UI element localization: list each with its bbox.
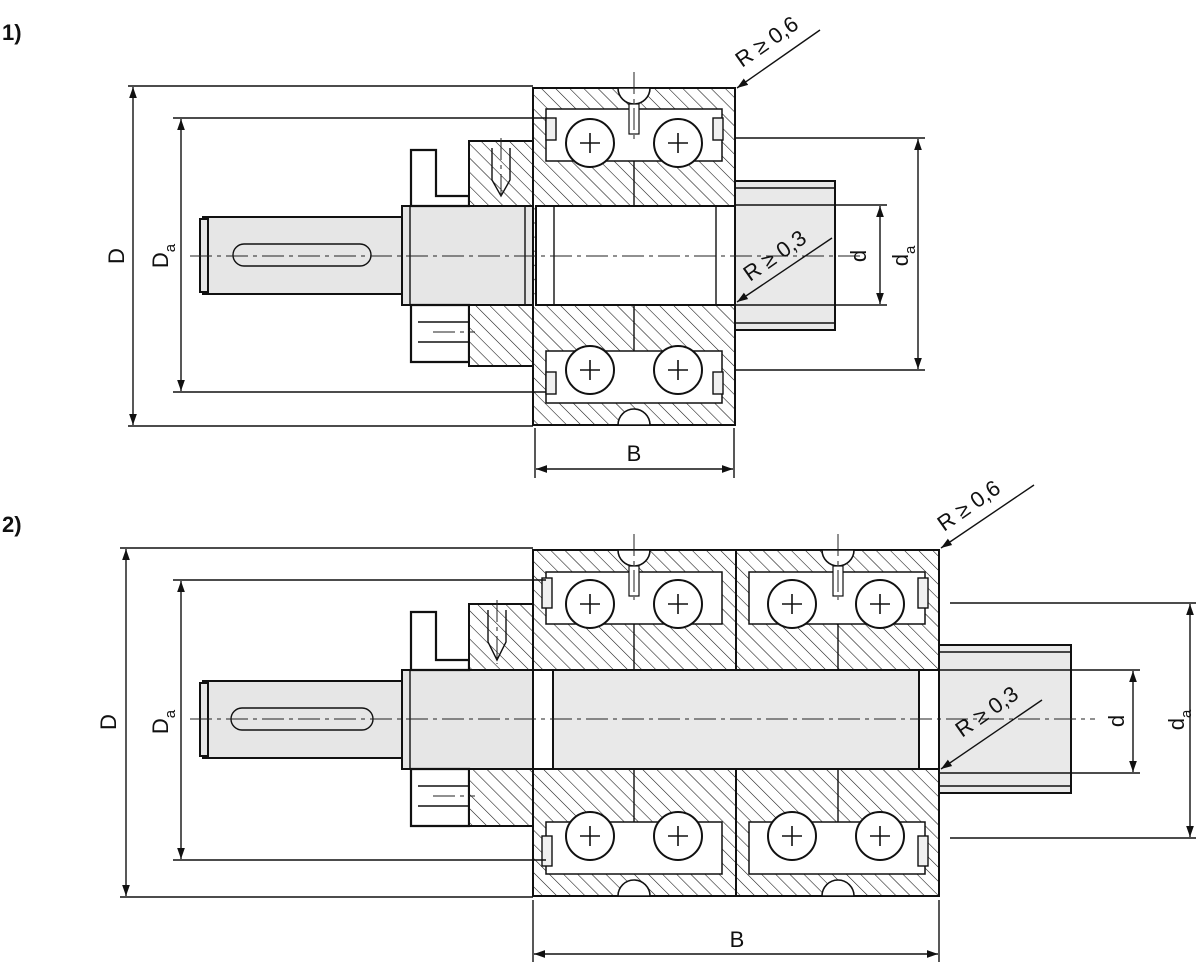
svg-text:Da: Da bbox=[148, 243, 179, 268]
figure-1: 1) bbox=[2, 11, 925, 478]
figure-2-dimension-d: d bbox=[939, 669, 1140, 774]
figure-2-label: 2) bbox=[2, 512, 22, 537]
figure-1-dimension-Da: Da bbox=[148, 117, 546, 393]
figure-1-dimension-B: B bbox=[534, 428, 735, 478]
figure-1-dimension-d: d bbox=[735, 204, 887, 306]
figure-2-dimension-D: D bbox=[96, 547, 533, 898]
svg-text:D: D bbox=[96, 714, 121, 730]
svg-text:d: d bbox=[846, 250, 871, 262]
svg-text:R ≥ 0,6: R ≥ 0,6 bbox=[933, 475, 1005, 536]
figure-1-lock-nut bbox=[409, 138, 534, 367]
svg-text:d: d bbox=[1104, 715, 1129, 727]
figure-1-dimension-da: da bbox=[735, 137, 925, 371]
figure-2-balls bbox=[565, 579, 905, 861]
svg-text:D: D bbox=[104, 248, 129, 264]
figure-1-bearing bbox=[532, 72, 736, 426]
figure-1-radius-outer: R ≥ 0,6 bbox=[731, 11, 821, 89]
figure-2-dimension-B: B bbox=[532, 900, 940, 962]
svg-text:B: B bbox=[730, 927, 745, 952]
svg-text:R ≥ 0,6: R ≥ 0,6 bbox=[731, 11, 803, 72]
figure-1-balls bbox=[565, 118, 703, 395]
figure-1-label: 1) bbox=[2, 20, 22, 45]
figure-2-dimension-Da: Da bbox=[148, 579, 546, 861]
figure-1-dimension-D: D bbox=[104, 85, 533, 427]
figure-2: 2) bbox=[2, 475, 1196, 962]
figure-2-radius-outer: R ≥ 0,6 bbox=[933, 475, 1035, 549]
svg-text:da: da bbox=[1164, 709, 1195, 730]
svg-text:Da: Da bbox=[148, 709, 179, 734]
figure-2-dimension-da: da bbox=[950, 602, 1196, 839]
svg-text:B: B bbox=[627, 441, 642, 466]
svg-text:da: da bbox=[888, 245, 919, 266]
